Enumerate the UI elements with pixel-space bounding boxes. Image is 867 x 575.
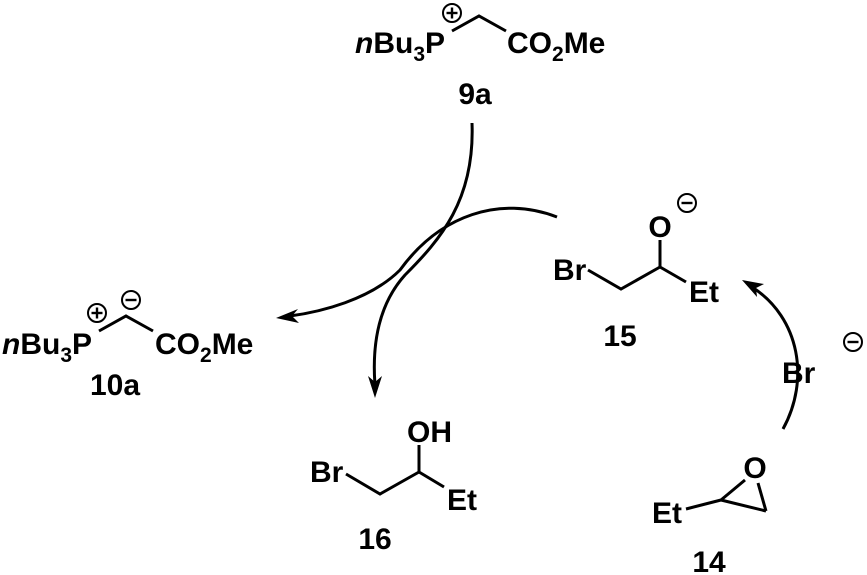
minus-charge-icon (677, 193, 697, 213)
nbu3p-group: nBu3P (355, 27, 445, 66)
compound-label-14: 14 (692, 546, 726, 575)
oxygen-atom: O (648, 211, 671, 244)
compound-label-16: 16 (358, 523, 391, 556)
ester-group: CO2Me (155, 328, 253, 367)
minus-charge-icon (121, 290, 141, 310)
arrow-15-to-10a (276, 206, 558, 323)
plus-charge-icon (442, 3, 462, 23)
bond-ylide-carbon (98, 314, 154, 333)
ethyl-group: Et (689, 276, 719, 309)
arrow-9a-to-16 (368, 122, 474, 398)
ethyl-group: Et (447, 484, 477, 517)
bond-c-et (659, 265, 687, 284)
bromide-reagent: Br (782, 332, 863, 390)
compound-15: Br O Et 15 (553, 193, 719, 353)
bond-ch2 (451, 14, 507, 33)
bond-ring-c-o (720, 478, 746, 502)
compound-16: Br OH Et 16 (310, 416, 477, 556)
arrowhead-icon (368, 376, 382, 398)
arrowhead-icon (742, 280, 764, 297)
arrow-14-to-15 (742, 280, 800, 430)
ethyl-group: Et (652, 497, 682, 530)
ring-oxygen-atom: O (743, 452, 766, 485)
compound-14: Et O 14 (652, 452, 768, 575)
bond-et-c (685, 498, 722, 511)
compound-label-15: 15 (603, 320, 636, 353)
bond-ring-o-c (756, 482, 768, 512)
hydroxyl-group: OH (407, 416, 452, 449)
bromine-atom: Br (310, 456, 344, 489)
bond-ring-c-c (720, 498, 767, 513)
compound-label-9a: 9a (458, 78, 492, 111)
bond-chain (587, 265, 661, 291)
nbu3p-group: nBu3P (2, 328, 92, 367)
bond-c-et (418, 470, 445, 489)
minus-charge-icon (843, 332, 863, 352)
bond-chain (345, 470, 420, 496)
bromine-atom: Br (553, 254, 587, 287)
arrowhead-icon (276, 309, 299, 323)
ester-group: CO2Me (507, 27, 605, 66)
compound-10a: nBu3P CO2Me 10a (2, 290, 253, 402)
compound-9a: nBu3P CO2Me 9a (355, 3, 605, 111)
plus-charge-icon (87, 303, 107, 323)
compound-label-10a: 10a (90, 369, 140, 402)
